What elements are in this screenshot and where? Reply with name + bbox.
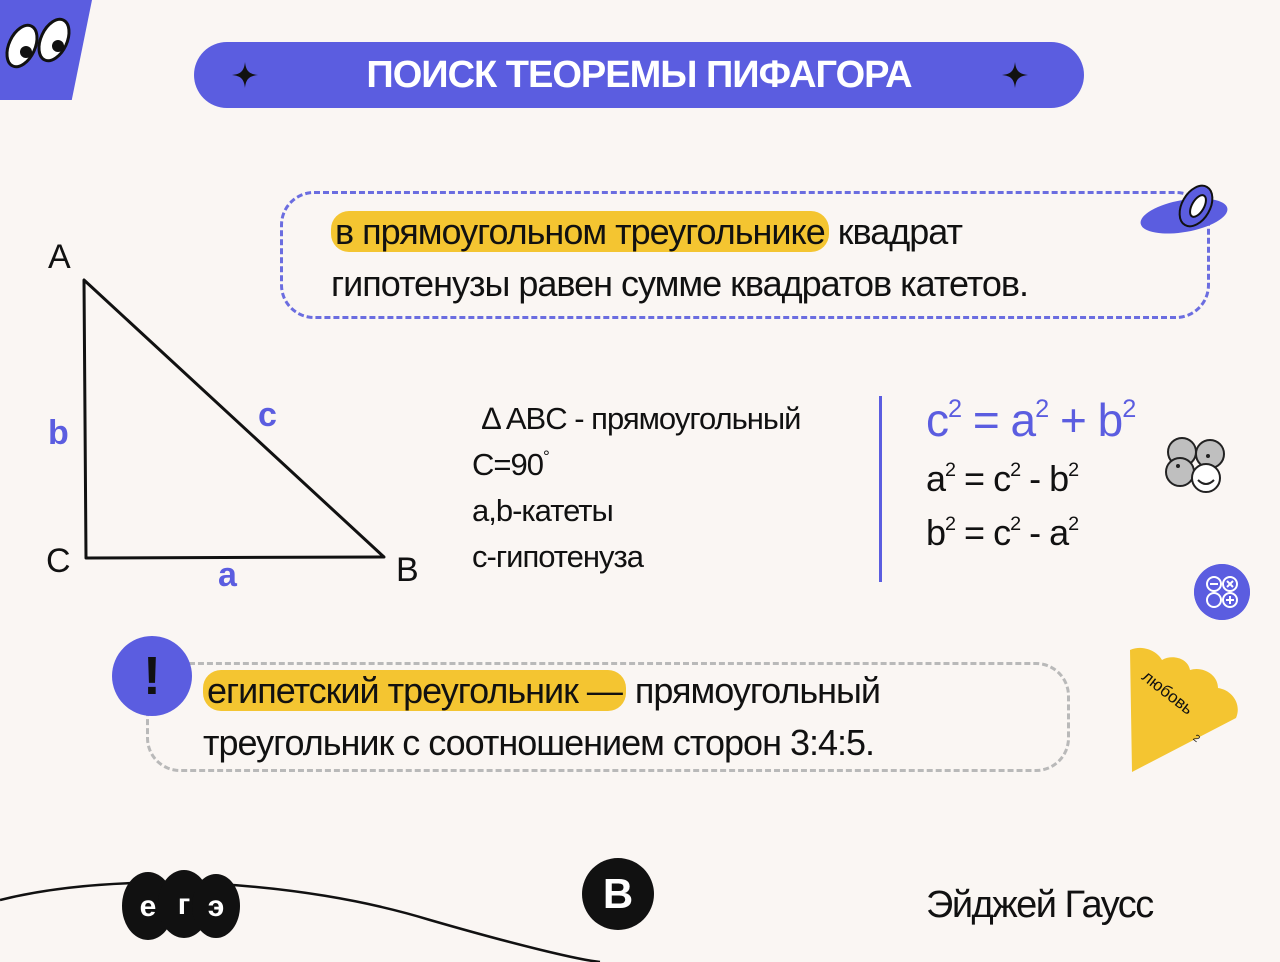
formula-b: b2 = c2 - a2 bbox=[926, 512, 1079, 554]
note-line: c-гипотенуза bbox=[472, 539, 644, 574]
love-squared-sticker: любовь 2 bbox=[1130, 647, 1238, 772]
formula-exp: 2 bbox=[1122, 395, 1136, 424]
formula-exp: 2 bbox=[1068, 513, 1079, 536]
egyptian-triangle-text: египетский треугольник — прямоугольный т… bbox=[203, 665, 1063, 769]
note-line: a,b-катеты bbox=[472, 493, 614, 528]
egypt-line1-rest: прямоугольный bbox=[625, 670, 881, 711]
formula-exp: 2 bbox=[945, 513, 956, 536]
corner-eyes-sticker bbox=[0, 0, 92, 100]
triangle-notes: ∆ ABC - прямоугольный C=90° a,b-катеты c… bbox=[472, 396, 801, 580]
ege-letter: э bbox=[208, 890, 225, 923]
divider bbox=[879, 396, 882, 582]
formula-term: a bbox=[1049, 512, 1069, 553]
note-line: C=90° bbox=[472, 442, 800, 488]
formula-op: + bbox=[1048, 394, 1098, 446]
formula-op: - bbox=[1020, 458, 1050, 499]
formula-exp: 2 bbox=[1068, 459, 1079, 482]
note-angle: C=90 bbox=[472, 447, 544, 482]
ege-letter: г bbox=[178, 888, 191, 921]
formula-term: b bbox=[926, 512, 946, 553]
formula-term: a bbox=[1010, 394, 1037, 446]
vertex-b-label: B bbox=[396, 551, 419, 589]
pythagoras-formula: c2 = a2 + b2 bbox=[926, 393, 1136, 447]
theorem-statement-box: в прямоугольном треугольнике квадрат гип… bbox=[280, 191, 1210, 319]
ege-logo: е г э bbox=[122, 870, 240, 940]
egypt-highlight: египетский треугольник — bbox=[203, 670, 626, 711]
formula-term: c bbox=[993, 512, 1011, 553]
degree-symbol: ° bbox=[542, 447, 550, 467]
pacifier-sticker bbox=[1140, 184, 1228, 234]
formula-exp: 2 bbox=[1035, 395, 1049, 424]
egypt-line2: треугольник с соотношением сторон 3:4:5. bbox=[203, 722, 875, 763]
formula-term: c bbox=[926, 394, 949, 446]
egyptian-triangle-box: египетский треугольник — прямоугольный т… bbox=[146, 662, 1070, 772]
sparkle-icon bbox=[1002, 62, 1028, 88]
sparkle-icon bbox=[232, 62, 258, 88]
right-triangle-diagram bbox=[82, 278, 386, 560]
face-sticker bbox=[1165, 437, 1225, 493]
formula-op: - bbox=[1020, 512, 1050, 553]
note-line: ∆ ABC - прямоугольный bbox=[482, 401, 801, 436]
ege-letter: е bbox=[140, 890, 157, 923]
side-c-label: c bbox=[258, 396, 277, 434]
formula-a: a2 = c2 - b2 bbox=[926, 458, 1079, 500]
formula-term: b bbox=[1097, 394, 1124, 446]
side-a-label: a bbox=[218, 556, 237, 594]
vertex-a-label: A bbox=[48, 238, 71, 276]
statement-highlight: в прямоугольном треугольнике bbox=[331, 211, 829, 252]
formula-op: = bbox=[961, 394, 1011, 446]
decorative-curve bbox=[0, 881, 601, 962]
exclamation-icon: ! bbox=[112, 636, 192, 716]
theorem-statement: в прямоугольном треугольнике квадрат гип… bbox=[331, 206, 1211, 310]
title-banner: ПОИСК ТЕОРЕМЫ ПИФАГОРА bbox=[194, 42, 1084, 108]
formula-op: = bbox=[955, 458, 994, 499]
formula-term: b bbox=[1049, 458, 1069, 499]
formula-exp: 2 bbox=[1010, 459, 1021, 482]
vertex-c-label: C bbox=[46, 542, 71, 580]
formula-exp: 2 bbox=[1010, 513, 1021, 536]
formula-exp: 2 bbox=[948, 395, 962, 424]
author-name: Эйджей Гаусс bbox=[926, 884, 1154, 926]
formula-term: a bbox=[926, 458, 946, 499]
side-b-label: b bbox=[48, 414, 69, 452]
sticker-exp: 2 bbox=[1190, 733, 1202, 745]
statement-line1-rest: квадрат bbox=[828, 211, 963, 252]
formula-term: c bbox=[993, 458, 1011, 499]
vk-logo: В bbox=[582, 858, 654, 930]
statement-line2: гипотенузы равен сумме квадратов катетов… bbox=[331, 263, 1029, 304]
formula-op: = bbox=[955, 512, 994, 553]
calculator-sticker bbox=[1194, 564, 1250, 620]
formula-exp: 2 bbox=[945, 459, 956, 482]
page-title: ПОИСК ТЕОРЕМЫ ПИФАГОРА bbox=[366, 53, 912, 96]
